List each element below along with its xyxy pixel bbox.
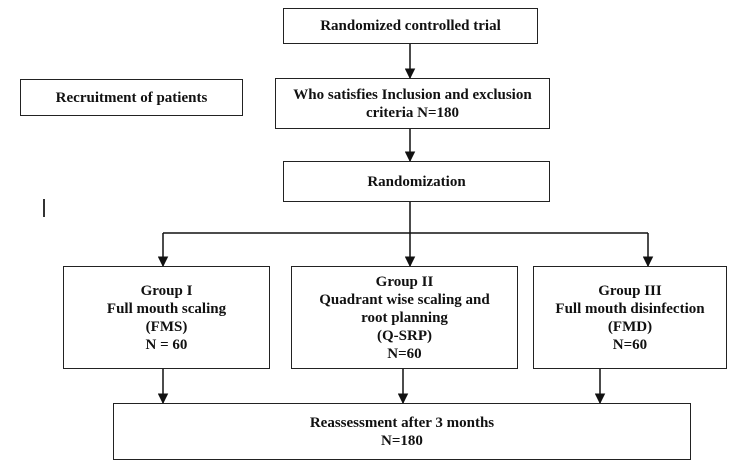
group-2-title: Group II <box>375 273 434 290</box>
stray-mark <box>43 199 45 217</box>
inclusion-line-1: Who satisfies Inclusion and exclusion <box>293 86 532 103</box>
recruitment-box: Recruitment of patients <box>20 79 243 116</box>
group-2-name-line-1: Quadrant wise scaling and <box>319 291 490 308</box>
randomization-label: Randomization <box>367 173 466 190</box>
group-1-name: Full mouth scaling <box>106 300 227 317</box>
reassessment-box: Reassessment after 3 months N=180 <box>113 403 691 460</box>
group-3-box: Group III Full mouth disinfection (FMD) … <box>533 266 727 369</box>
group-3-title: Group III <box>598 282 662 299</box>
group-2-abbrev: (Q-SRP) <box>377 327 432 344</box>
group-1-title: Group I <box>140 282 193 299</box>
inclusion-line-2: criteria N=180 <box>365 104 460 121</box>
group-3-count: N=60 <box>612 336 648 353</box>
group-1-box: Group I Full mouth scaling (FMS) N = 60 <box>63 266 270 369</box>
recruitment-label: Recruitment of patients <box>55 89 208 106</box>
group-2-name-line-2: root planning <box>361 309 448 326</box>
group-2-box: Group II Quadrant wise scaling and root … <box>291 266 518 369</box>
trial-label: Randomized controlled trial <box>320 18 501 34</box>
group-3-abbrev: (FMD) <box>607 318 653 335</box>
group-1-count: N = 60 <box>145 336 188 353</box>
randomization-box: Randomization <box>283 161 550 202</box>
inclusion-box: Who satisfies Inclusion and exclusion cr… <box>275 78 550 129</box>
group-2-count: N=60 <box>387 345 422 362</box>
group-3-name: Full mouth disinfection <box>555 300 705 317</box>
reassessment-count: N=180 <box>381 432 423 449</box>
reassessment-label: Reassessment after 3 months <box>309 414 495 431</box>
group-1-abbrev: (FMS) <box>145 318 188 335</box>
trial-box: Randomized controlled trial <box>283 8 538 44</box>
